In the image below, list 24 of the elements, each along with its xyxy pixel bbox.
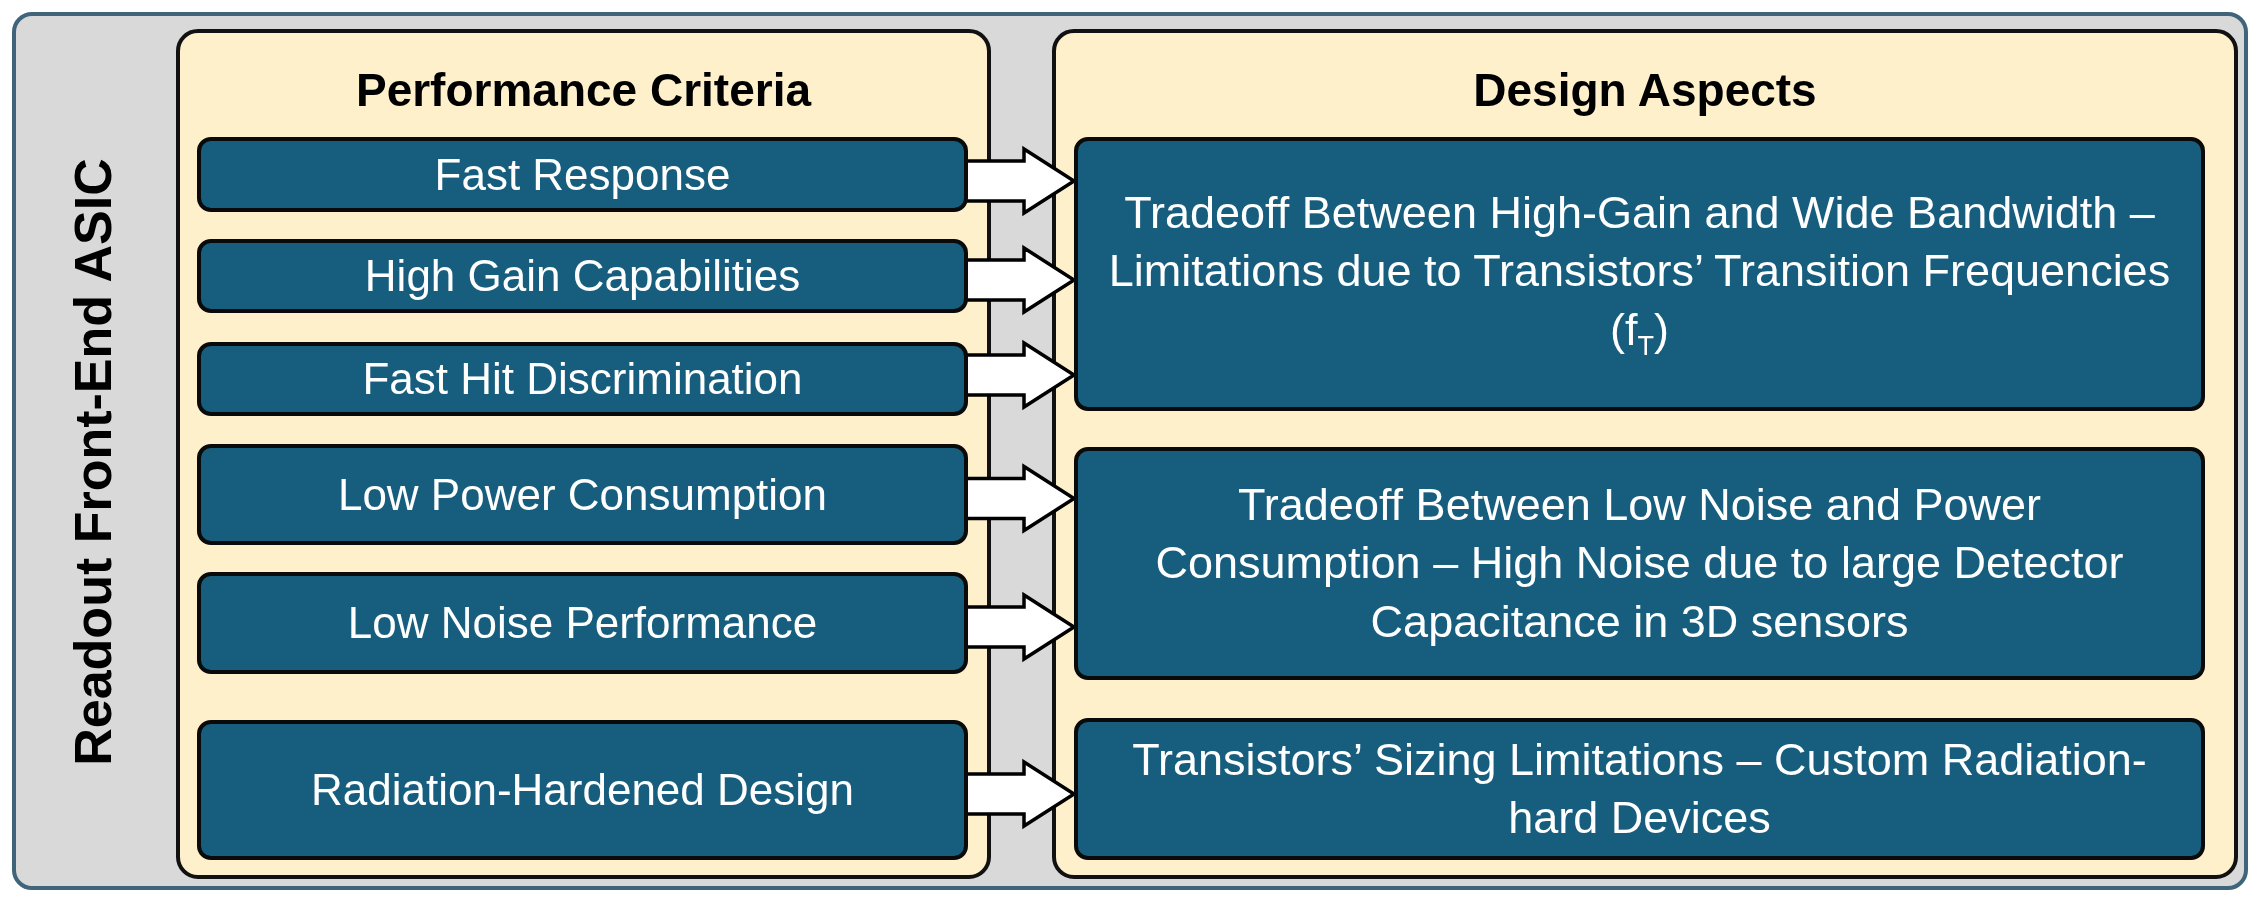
criterion-box bbox=[197, 137, 968, 212]
column-heading: Design Aspects bbox=[1472, 63, 1818, 118]
criterion-box bbox=[197, 720, 968, 860]
box-text: Low Power Consumption bbox=[337, 468, 828, 521]
criterion-box bbox=[197, 572, 968, 674]
box-text: Tradeoff Between Low Noise and Power Consumption – High Noise due to large Detector Capacitance in 3D sensors bbox=[1154, 477, 2125, 649]
box-text: Radiation-Hardened Design bbox=[311, 764, 854, 817]
aspect-box bbox=[1074, 718, 2205, 860]
outer-panel bbox=[12, 12, 2248, 890]
criterion-box bbox=[197, 342, 968, 416]
vertical-title: Readout Front-End ASIC bbox=[67, 158, 119, 766]
column-panel bbox=[1052, 29, 2238, 879]
box-text: High Gain Capabilities bbox=[364, 250, 801, 303]
aspect-box bbox=[1074, 447, 2205, 680]
aspect-box bbox=[1074, 137, 2205, 411]
criterion-box bbox=[197, 444, 968, 545]
box-text: Low Noise Performance bbox=[347, 597, 818, 650]
box-text: Tradeoff Between High-Gain and Wide Bandwidth – Limitations due to Transistors’ Transition Frequencies (f$_{T}$) bbox=[1107, 185, 2172, 363]
column-heading: Performance Criteria bbox=[354, 63, 813, 118]
criterion-box bbox=[197, 239, 968, 313]
column-panel bbox=[176, 29, 991, 879]
box-text: Fast Hit Discrimination bbox=[362, 353, 803, 406]
box-text: Fast Response bbox=[434, 148, 731, 201]
box-text: Transistors’ Sizing Limitations – Custom Radiation-hard Devices bbox=[1131, 732, 2148, 845]
